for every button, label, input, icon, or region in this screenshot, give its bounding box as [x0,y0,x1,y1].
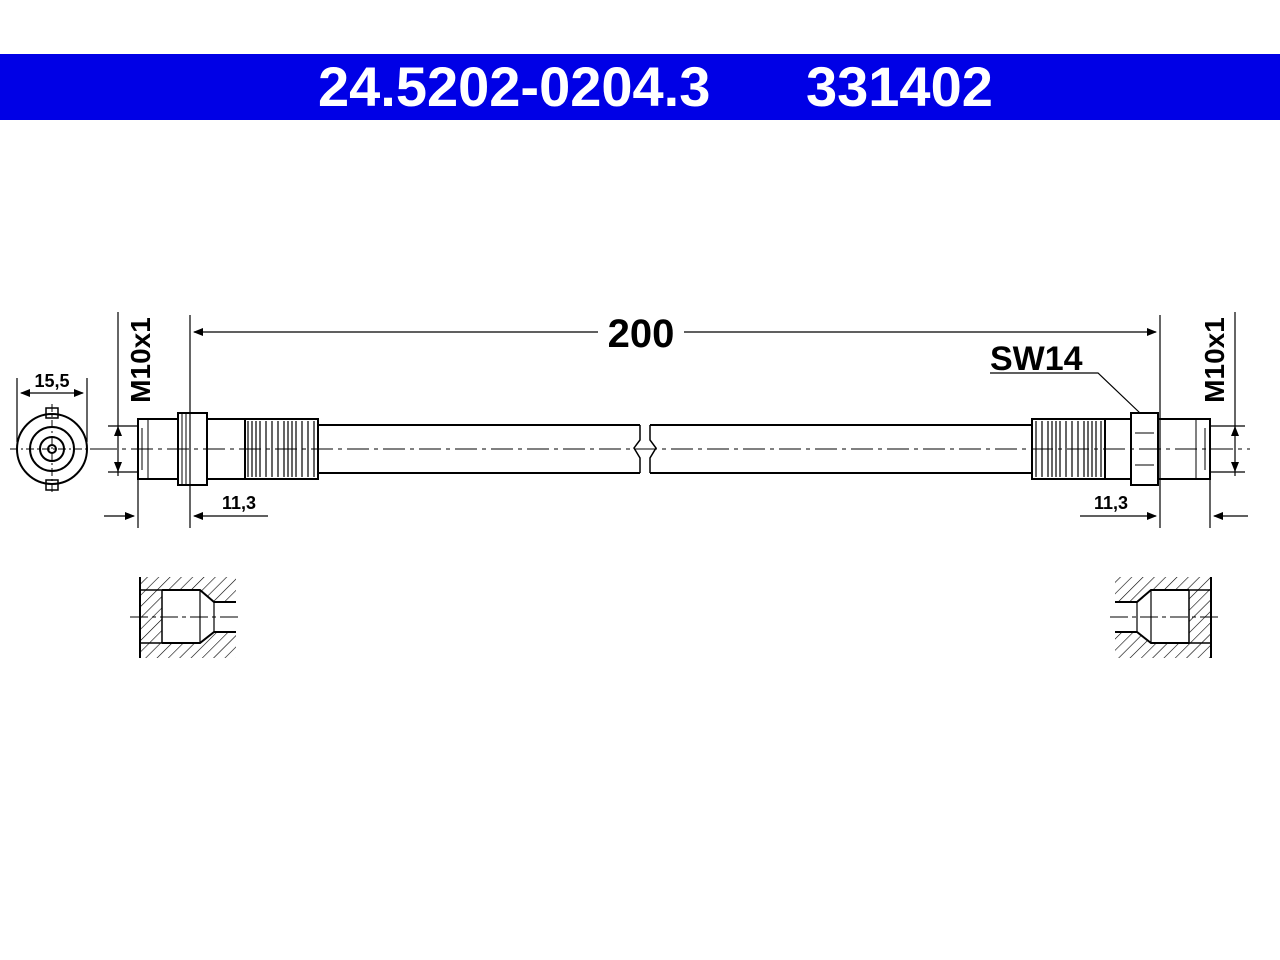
right-fitting [1031,412,1211,486]
length-dimension [189,315,1161,528]
end-length-right-dimension [1080,480,1248,528]
reference-number: 331402 [806,55,993,118]
thread-left-dimension [108,312,138,476]
right-port-section [1110,577,1220,658]
fitting-diameter-label: 15,5 [34,371,69,391]
thread-right-label: M10x1 [1199,317,1230,403]
end-length-left-dimension [104,480,268,528]
wrench-size-label: SW14 [990,340,1083,378]
thread-right-dimension [1210,312,1245,476]
article-number: 24.5202-0204.3 [318,55,711,118]
title-bar: 24.5202-0204.3 331402 [0,54,1280,120]
end-length-right-label: 11,3 [1094,493,1128,513]
length-label: 200 [608,312,675,356]
fitting-end-view [10,404,95,494]
left-port-section [130,577,240,658]
thread-left-label: M10x1 [125,317,156,403]
left-fitting [137,412,319,486]
end-length-left-label: 11,3 [222,493,256,513]
hose-body [318,424,1032,474]
diameter-dimension [16,378,88,442]
wrench-size-leader [990,372,1141,414]
